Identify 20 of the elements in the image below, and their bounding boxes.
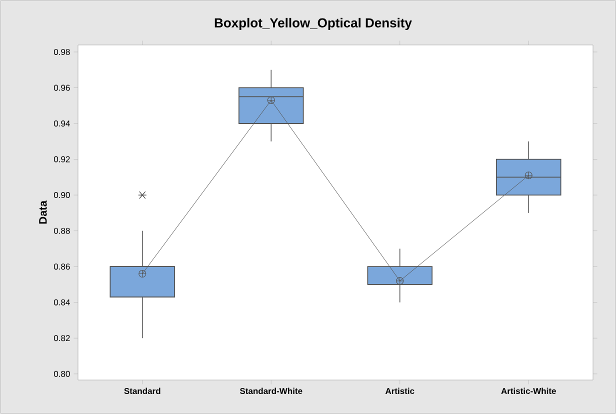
- x-tick-label: Standard-White: [240, 388, 302, 394]
- y-tick-label: 0.98: [54, 48, 70, 55]
- x-tick-label: Artistic: [385, 388, 414, 394]
- y-tick-label: 0.84: [54, 299, 70, 306]
- y-tick-label: 0.94: [54, 120, 70, 127]
- y-tick-label: 0.90: [54, 192, 70, 198]
- y-tick-label: 0.92: [54, 156, 70, 162]
- point: [267, 96, 275, 104]
- point: [138, 270, 146, 278]
- y-tick-label: 0.96: [54, 84, 70, 91]
- y-tick-label: 0.88: [54, 228, 70, 234]
- x-tick-label: Standard: [124, 388, 160, 394]
- x-tick-label: Artistic-White: [501, 388, 556, 394]
- y-tick-label: 0.86: [54, 264, 70, 270]
- point: [524, 172, 532, 180]
- point: [396, 277, 404, 285]
- chart-title: Boxplot_Yellow_Optical Density: [214, 18, 412, 30]
- y-axis-title: Data: [39, 200, 47, 224]
- y-tick-label: 0.80: [54, 370, 70, 377]
- y-tick-label: 0.82: [54, 335, 70, 342]
